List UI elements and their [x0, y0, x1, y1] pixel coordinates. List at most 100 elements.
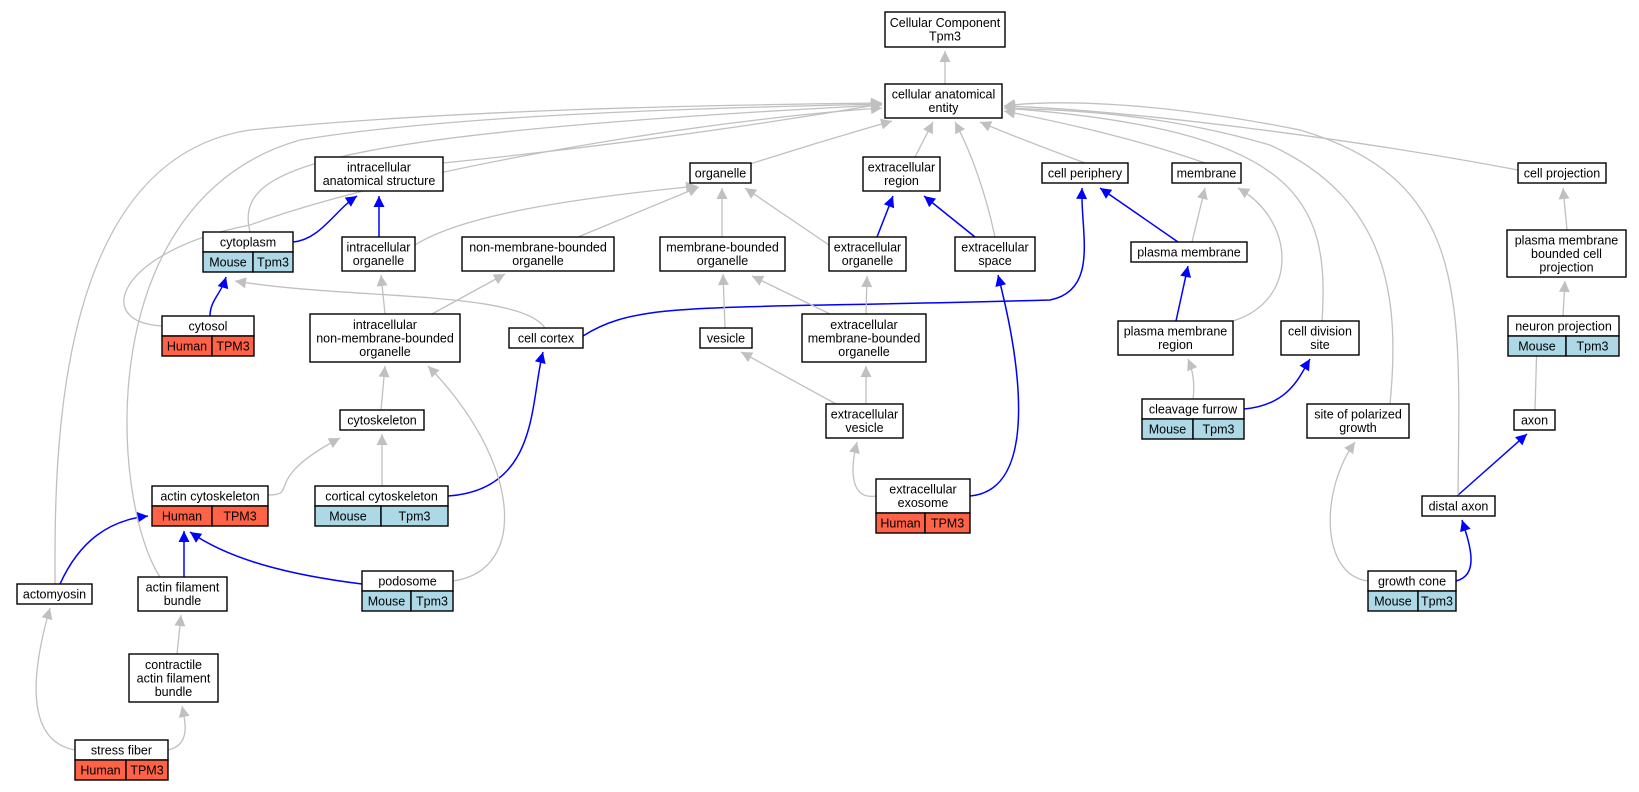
node-distaxon[interactable]: distal axon [1421, 495, 1496, 517]
arrowhead [344, 196, 357, 207]
node-label: projection [1539, 260, 1593, 274]
edge-extspace-to-extreg [923, 195, 976, 238]
gene-tag: TPM3 [211, 505, 269, 527]
node-box [884, 11, 1006, 48]
edge-cytosol-to-cytoplasm [209, 276, 229, 317]
tag-cell [211, 505, 269, 527]
edge-cytosk-to-inmbo [378, 365, 390, 411]
arrowhead [860, 366, 872, 377]
node-cleavage[interactable]: cleavage furrow [1141, 398, 1245, 420]
tag-label: Mouse [329, 509, 367, 523]
node-stress[interactable]: stress fiber [74, 739, 169, 761]
edge-cellper-to-cae [979, 121, 1086, 164]
node-box [461, 236, 615, 272]
edge-line [427, 365, 506, 582]
node-actomyo[interactable]: actomyosin [16, 583, 93, 605]
edge-cortcyto-to-cortex [447, 351, 546, 497]
node-cellper[interactable]: cell periphery [1041, 162, 1129, 184]
node-vesicle[interactable]: vesicle [699, 327, 753, 349]
node-cytosol[interactable]: cytosol [161, 315, 255, 337]
arrowhead [190, 532, 203, 543]
node-box [16, 583, 93, 605]
edge-plasmem-to-membrane [1191, 187, 1208, 243]
node-box [314, 156, 444, 192]
arrowhead [752, 275, 765, 286]
gene-tag: Tpm3 [410, 590, 454, 612]
arrowhead [376, 434, 388, 445]
node-cytosk[interactable]: cytoskeleton [339, 409, 425, 431]
node-plasmem[interactable]: plasma membrane [1130, 241, 1248, 263]
node-neuproj[interactable]: neuron projection [1507, 315, 1620, 337]
edge-vesicle-to-mbo [717, 273, 729, 329]
node-label: extracellular [834, 241, 901, 255]
node-label: membrane-bounded [808, 331, 921, 345]
edge-embo-to-extorg [861, 275, 873, 315]
node-podosome[interactable]: podosome [361, 570, 454, 592]
tag-label: Human [80, 763, 120, 777]
node-box [825, 403, 904, 439]
node-cortex[interactable]: cell cortex [508, 327, 584, 349]
edge-cortex-to-cytoplasm [234, 277, 546, 329]
node-actcyto[interactable]: actin cytoskeleton [151, 485, 269, 507]
edge-pmr-to-plasmem [1175, 265, 1192, 322]
arrowhead [849, 442, 860, 454]
edge-line [59, 515, 149, 585]
edge-membrane-to-cae [1003, 107, 1206, 164]
edge-line [1003, 105, 1519, 171]
arrowhead [1076, 188, 1088, 200]
node-box [1130, 241, 1248, 263]
node-box [689, 162, 752, 184]
node-inmbo[interactable]: intracellularnon-membrane-boundedorganel… [309, 313, 461, 363]
edge-extves-to-vesicle [740, 351, 837, 405]
node-label: cleavage furrow [1149, 402, 1238, 416]
node-box [862, 156, 941, 192]
edge-extorg-to-organelle [744, 187, 830, 246]
node-box [884, 83, 1003, 119]
node-box [1280, 320, 1360, 356]
node-growth[interactable]: growth cone [1367, 570, 1457, 592]
tag-label: Mouse [1518, 339, 1556, 353]
node-label: growth cone [1378, 574, 1446, 588]
node-cellproj[interactable]: cell projection [1517, 162, 1607, 184]
node-organelle[interactable]: organelle [689, 162, 752, 184]
arrowhead [378, 366, 390, 378]
edge-afb-to-cae [126, 98, 883, 578]
edge-line [577, 186, 700, 238]
edge-line [1003, 107, 1324, 322]
node-membrane[interactable]: membrane [1171, 162, 1242, 184]
arrowhead [41, 608, 53, 621]
tag-label: TPM3 [130, 763, 163, 777]
node-cortcyto[interactable]: cortical cytoskeleton [314, 485, 449, 507]
edge-neuproj-to-pmbcp [1558, 280, 1570, 317]
node-box [801, 313, 927, 363]
node-cytoplasm[interactable]: cytoplasm [202, 231, 294, 253]
node-box [1041, 162, 1129, 184]
gene-tag: Tpm3 [1565, 335, 1620, 357]
arrowhead [174, 615, 186, 627]
edge-afb-to-actcyto [178, 531, 190, 577]
node-label: membrane-bounded [666, 241, 779, 255]
node-axon[interactable]: axon [1513, 409, 1556, 431]
edge-exosome-to-extspace [969, 274, 1020, 497]
node-label: growth [1339, 421, 1377, 435]
edge-line [1003, 107, 1394, 405]
edge-line [1003, 110, 1206, 164]
